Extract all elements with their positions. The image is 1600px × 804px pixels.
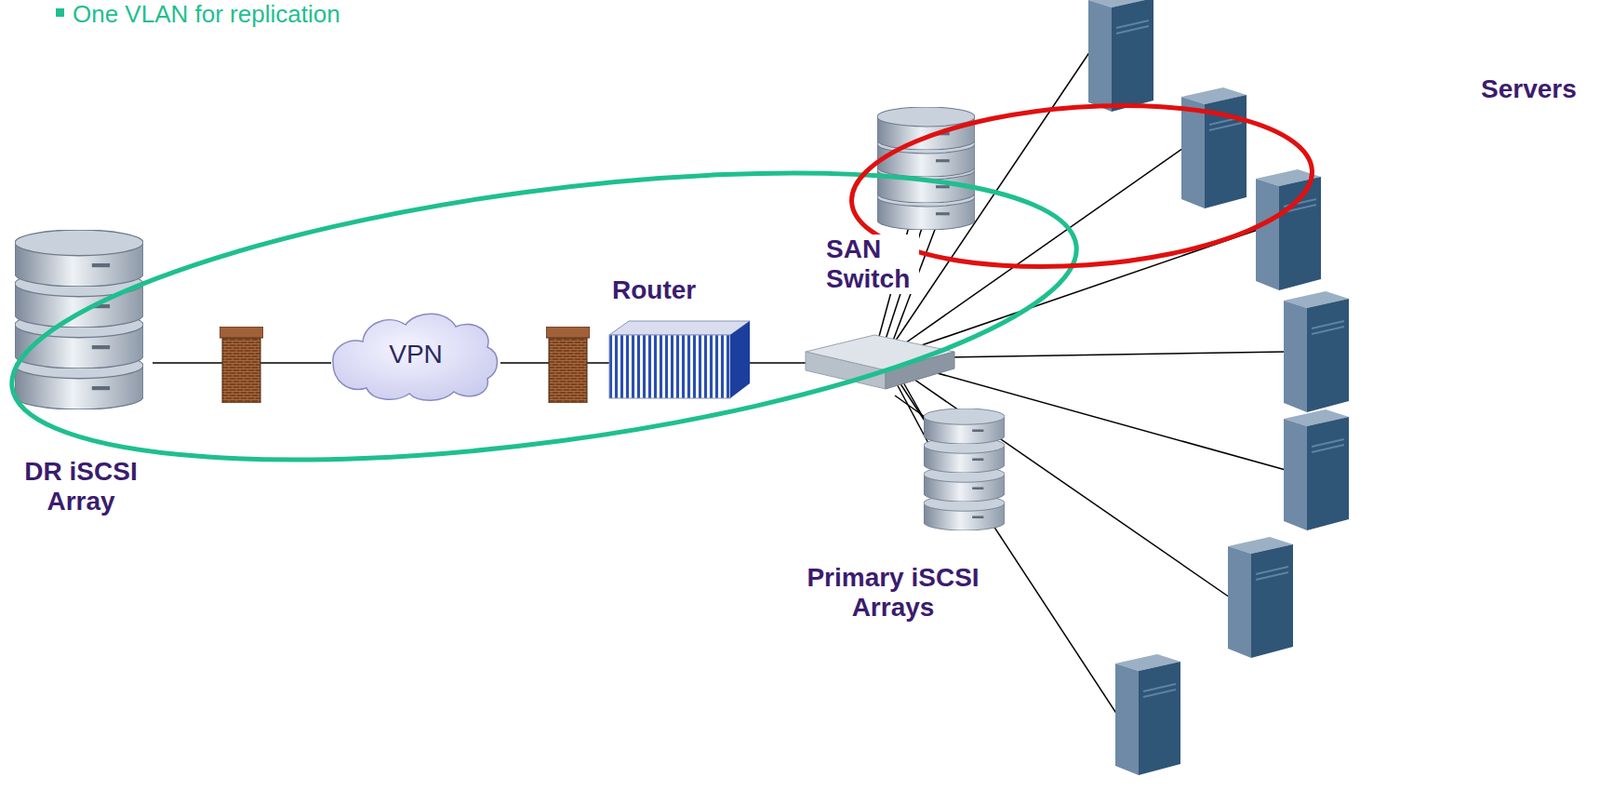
switch-icon xyxy=(805,334,955,389)
dr-array-icon xyxy=(14,229,144,410)
primary-arrays-node: Primary iSCSI Arrays xyxy=(765,423,1021,623)
firewall-icon xyxy=(219,326,264,403)
replication-vlan-ellipse xyxy=(0,120,1094,512)
device-label: DR iSCSI Array xyxy=(11,456,151,517)
server-icons xyxy=(1088,0,1349,775)
network-link xyxy=(749,361,806,364)
primary-array-icon xyxy=(923,408,1005,531)
device-label: Primary iSCSI Arrays xyxy=(781,562,1005,623)
device-label: SAN Switch xyxy=(826,234,920,294)
slide-bullet-text: One VLAN for replication xyxy=(72,0,341,28)
bullet-mark xyxy=(55,8,65,17)
router-icon xyxy=(609,320,750,399)
device-label: Router xyxy=(612,275,696,306)
cloud-label: VPN xyxy=(388,339,443,370)
firewall-icon xyxy=(546,326,590,403)
switch-node: SAN Switch xyxy=(805,234,955,396)
vpn-cloud: VPN xyxy=(331,306,501,403)
router-node: Router xyxy=(609,275,750,399)
dr-array-node: DR iSCSI Array xyxy=(9,229,153,519)
group-label: Servers xyxy=(1480,74,1577,105)
